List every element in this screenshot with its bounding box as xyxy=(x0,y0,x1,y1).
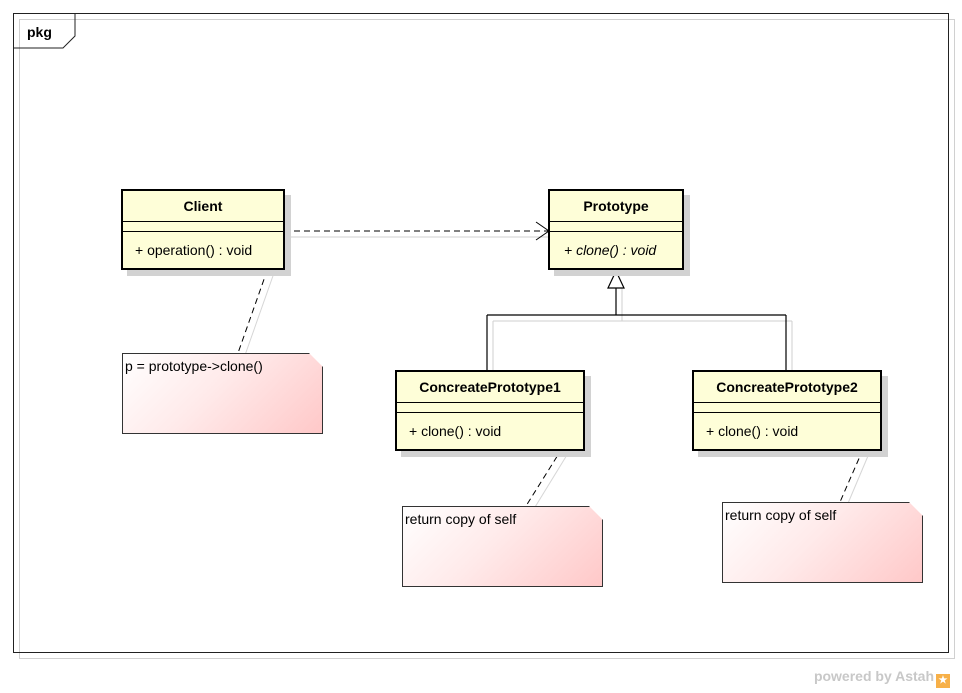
astah-logo-icon: ★ xyxy=(936,674,950,688)
concrete1-note[interactable]: return copy of self xyxy=(402,506,603,587)
powered-by-text: powered by Astah xyxy=(813,668,934,684)
class-concrete-prototype-2[interactable]: ConcreatePrototype2 + clone() : void xyxy=(692,370,882,451)
generalization-line xyxy=(486,288,787,370)
class-concrete2-operation: + clone() : void xyxy=(706,423,799,439)
class-client[interactable]: Client + operation() : void xyxy=(121,189,285,270)
concrete1-note-text: return copy of self xyxy=(405,511,517,527)
generalization-arrowhead xyxy=(607,269,625,289)
client-note-anchor-shadow xyxy=(243,255,281,359)
class-client-operation: + operation() : void xyxy=(135,242,253,258)
class-concrete2-attributes xyxy=(694,403,880,413)
class-concrete1-operation: + clone() : void xyxy=(409,423,502,439)
generalization-shadow xyxy=(492,288,793,370)
package-tab xyxy=(13,13,76,49)
class-client-attributes xyxy=(123,222,283,232)
package-frame-shadow xyxy=(19,19,955,659)
powered-by-footer: powered by Astah★ xyxy=(814,668,950,688)
class-concrete-prototype-1[interactable]: ConcreatePrototype1 + clone() : void xyxy=(395,370,585,451)
package-label: pkg xyxy=(27,24,52,40)
class-concrete1-name: ConcreatePrototype1 xyxy=(397,372,583,403)
client-note-anchor xyxy=(237,250,275,354)
concrete2-note-text: return copy of self xyxy=(725,507,837,523)
class-client-name: Client xyxy=(123,191,283,222)
class-prototype-operation: + clone() : void xyxy=(564,242,657,258)
class-concrete2-name: ConcreatePrototype2 xyxy=(694,372,880,403)
class-prototype[interactable]: Prototype + clone() : void xyxy=(548,189,684,270)
concrete2-note[interactable]: return copy of self xyxy=(722,502,923,583)
client-note-text: p = prototype->clone() xyxy=(125,358,263,374)
class-prototype-attributes xyxy=(550,222,682,232)
class-concrete1-attributes xyxy=(397,403,583,413)
class-prototype-name: Prototype xyxy=(550,191,682,222)
client-note[interactable]: p = prototype->clone() xyxy=(122,353,323,434)
package-frame xyxy=(13,13,949,653)
